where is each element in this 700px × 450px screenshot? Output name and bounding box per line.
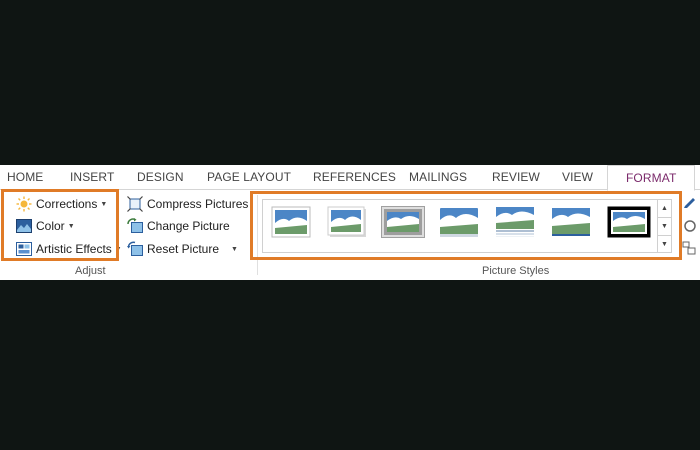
color-label: Color <box>36 219 65 233</box>
picture-style-metal-frame[interactable] <box>381 206 425 238</box>
picture-style-black-frame[interactable] <box>607 206 651 238</box>
tab-home[interactable]: HOME <box>7 170 44 184</box>
tab-design[interactable]: DESIGN <box>137 170 184 184</box>
artistic-effects-icon <box>16 241 32 257</box>
compress-pictures-label: Compress Pictures <box>147 197 249 211</box>
picture-style-soft-shadow[interactable] <box>327 206 367 238</box>
picture-styles-group-label: Picture Styles <box>482 265 550 277</box>
reset-picture-button[interactable]: Reset Picture ▼ <box>127 241 238 257</box>
color-picture-icon <box>16 218 32 234</box>
compress-pictures-button[interactable]: Compress Pictures <box>127 196 248 212</box>
tab-format[interactable]: FORMAT <box>607 165 696 191</box>
ribbon: HOME INSERT DESIGN PAGE LAYOUT REFERENCE… <box>0 165 700 280</box>
change-picture-button[interactable]: Change Picture <box>127 218 230 234</box>
change-picture-icon <box>127 218 143 234</box>
color-button[interactable]: Color ▼ <box>16 218 75 234</box>
chevron-down-icon: ▼ <box>100 200 108 208</box>
tab-mailings[interactable]: MAILINGS <box>409 170 468 184</box>
group-separator <box>257 195 258 275</box>
gallery-scroll-up[interactable]: ▲ <box>657 200 671 217</box>
chevron-down-icon: ▼ <box>661 223 668 230</box>
reset-picture-label: Reset Picture <box>147 242 220 256</box>
adjust-group-label: Adjust <box>75 265 106 277</box>
reset-picture-icon <box>127 241 143 257</box>
picture-styles-gallery: ▲ ▼ ▼ <box>262 199 672 253</box>
gallery-more-button[interactable]: ▼ <box>657 235 671 252</box>
change-picture-label: Change Picture <box>147 219 230 233</box>
picture-border-icon[interactable] <box>682 195 696 209</box>
picture-style-reflected[interactable] <box>495 206 535 238</box>
picture-layout-icon[interactable] <box>682 241 696 255</box>
corrections-label: Corrections <box>36 197 98 211</box>
tab-page-layout[interactable]: PAGE LAYOUT <box>207 170 292 184</box>
chevron-down-icon: ▼ <box>67 222 75 230</box>
picture-style-soft-edge[interactable] <box>439 206 479 238</box>
tab-review[interactable]: REVIEW <box>492 170 540 184</box>
tab-references[interactable]: REFERENCES <box>313 170 397 184</box>
more-icon: ▼ <box>661 240 668 248</box>
picture-effects-icon[interactable] <box>682 219 696 233</box>
chevron-up-icon: ▲ <box>661 205 668 212</box>
sun-icon <box>16 196 32 212</box>
artistic-effects-label: Artistic Effects <box>36 242 112 256</box>
tab-view[interactable]: VIEW <box>562 170 594 184</box>
corrections-button[interactable]: Corrections ▼ <box>16 196 107 212</box>
picture-style-simple-frame[interactable] <box>271 206 311 238</box>
gallery-scroll-down[interactable]: ▼ <box>657 217 671 235</box>
chevron-down-icon: ▼ <box>114 245 122 253</box>
tab-insert[interactable]: INSERT <box>70 170 115 184</box>
chevron-down-icon: ▼ <box>231 245 238 253</box>
artistic-effects-button[interactable]: Artistic Effects ▼ <box>16 241 122 257</box>
ribbon-tabs: HOME INSERT DESIGN PAGE LAYOUT REFERENCE… <box>0 165 700 191</box>
picture-style-bevel[interactable] <box>551 206 591 238</box>
compress-icon <box>127 196 143 212</box>
